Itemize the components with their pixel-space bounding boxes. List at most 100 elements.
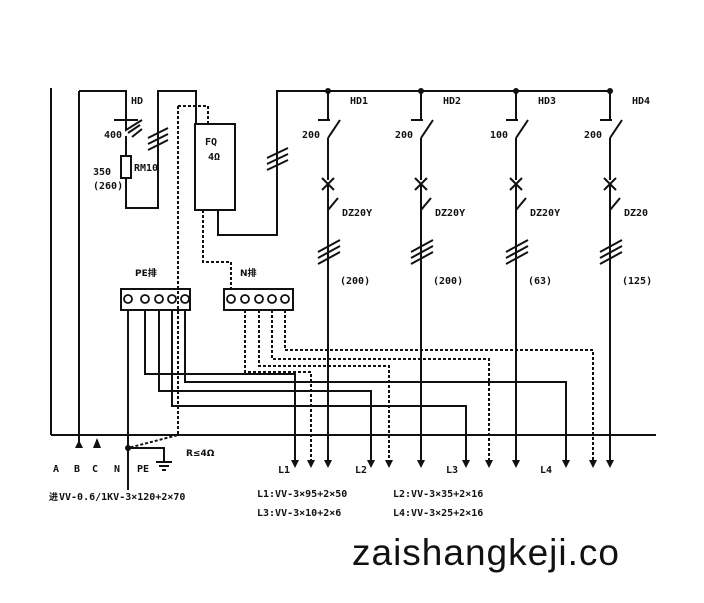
pe-terminal-1	[140, 294, 150, 304]
cable-spec-l2: L2:VV-3×35+2×16	[393, 489, 483, 500]
three-wire-mark-feeder-4	[599, 239, 623, 265]
n-terminal-2	[254, 294, 264, 304]
hd-rating: 400	[104, 130, 122, 141]
phase-b-arrow-icon	[75, 440, 83, 448]
n-arrow-icon-3	[485, 460, 493, 468]
feeder-switch-label: HD3	[538, 96, 556, 107]
feeder-breaker-label: DZ20Y	[342, 208, 372, 219]
phase-pe-label: PE	[137, 464, 149, 475]
ground-icon	[156, 461, 172, 471]
pe-wire-2	[158, 310, 372, 460]
incoming-cable-prefix: 进	[49, 491, 58, 503]
three-wire-mark	[147, 127, 169, 151]
hd-switch-marks	[127, 124, 143, 138]
fq-dashed-top	[178, 105, 209, 124]
phase-n-label: N	[114, 464, 120, 475]
pe-terminal-0	[123, 294, 133, 304]
feeder-switch-breaker-2	[411, 91, 434, 460]
incoming-cable-spec: VV-0.6/1KV-3×120+2×70	[59, 492, 185, 503]
pe-terminal-2	[154, 294, 164, 304]
phase-b-label: B	[74, 464, 80, 475]
n-arrow-icon-1	[307, 460, 315, 468]
hd-switch-blade	[125, 119, 143, 132]
feeder-switch-rating: 200	[302, 130, 320, 141]
fq-to-n-bar	[202, 210, 232, 290]
feeder-switch-rating: 200	[584, 130, 602, 141]
feeder-line-label: L2	[355, 465, 367, 476]
n-terminal-0	[226, 294, 236, 304]
pe-wire-4	[184, 310, 567, 460]
cable-spec-l1: L1:VV-3×95+2×50	[257, 489, 347, 500]
watermark-text: zaishangkeji.co	[352, 532, 620, 573]
feeder-switch-rating: 100	[490, 130, 508, 141]
pe-arrow-icon-3	[462, 460, 470, 468]
pe-wire-1	[144, 310, 296, 460]
hd-label: HD	[131, 96, 143, 107]
feeder-arrow-icon-2	[417, 460, 425, 468]
ground-lead	[128, 447, 165, 462]
feeder-breaker-rating: (200)	[433, 276, 463, 287]
cable-spec-l3: L3:VV-3×10+2×6	[257, 508, 341, 519]
feeder-switch-breaker-1	[318, 91, 341, 460]
bar-terminals	[123, 294, 290, 304]
feeder-switch-label: HD4	[632, 96, 650, 107]
n-wire-3	[271, 310, 490, 460]
fq-box	[194, 123, 236, 211]
fuse-setting: (260)	[93, 181, 123, 192]
pe-arrow-icon-1	[291, 460, 299, 468]
n-terminal-3	[267, 294, 277, 304]
n-arrow-icon-4	[589, 460, 597, 468]
bar-wires	[127, 310, 597, 468]
feeder-breaker-rating: (200)	[340, 276, 370, 287]
feeder-breaker-label: DZ20	[624, 208, 648, 219]
feeder-arrow-icon-3	[512, 460, 520, 468]
grounding-label: R≤4Ω	[186, 449, 215, 459]
n-terminal-4	[280, 294, 290, 304]
n-terminal-1	[240, 294, 250, 304]
fuse-rating: 350	[93, 167, 111, 178]
pe-wire-3	[171, 310, 467, 460]
phase-a-label: A	[53, 464, 59, 475]
n-wire-4	[284, 310, 594, 460]
n-wire-2	[258, 310, 390, 460]
pe-terminal-4	[180, 294, 190, 304]
incoming-line-b	[79, 90, 127, 120]
fuse-label: RM10	[134, 163, 158, 174]
feeder-arrow-icon-4	[606, 460, 614, 468]
phase-c-arrow-icon	[93, 438, 101, 448]
three-wire-mark-2	[266, 147, 289, 171]
n-arrow-icon-2	[385, 460, 393, 468]
feeder-switch-label: HD1	[350, 96, 368, 107]
three-wire-mark-feeder-3	[505, 239, 529, 265]
feeder-breaker-rating: (63)	[528, 276, 552, 287]
fq-label: FQ	[205, 137, 217, 148]
pe-arrow-icon-2	[367, 460, 375, 468]
feeder-line-label: L3	[446, 465, 458, 476]
fq-to-main-bus	[217, 90, 610, 236]
feeder-switch-breaker-3	[506, 91, 529, 460]
pe-bar-label: PE排	[135, 267, 157, 279]
feeder-breaker-label: DZ20Y	[435, 208, 465, 219]
feeder-breaker-rating: (125)	[622, 276, 652, 287]
feeder-line-label: L1	[278, 465, 290, 476]
feeder-breaker-label: DZ20Y	[530, 208, 560, 219]
phase-c-label: C	[92, 464, 98, 475]
feeder-line-label: L4	[540, 465, 552, 476]
pe-arrow-icon-4	[562, 460, 570, 468]
pe-bar	[120, 288, 191, 311]
n-bar-label: N排	[240, 267, 257, 279]
feeder-switch-label: HD2	[443, 96, 461, 107]
feeder-arrow-icon-1	[324, 460, 332, 468]
pe-terminal-3	[167, 294, 177, 304]
feeder-switch-breaker-4	[600, 91, 623, 460]
rm10-fuse	[120, 155, 132, 179]
fq-resistance: 4Ω	[208, 152, 220, 163]
cable-spec-l4: L4:VV-3×25+2×16	[393, 508, 483, 519]
hd-output	[125, 90, 197, 209]
three-wire-mark-feeder-1	[317, 239, 341, 265]
n-wire-1	[244, 310, 312, 460]
three-wire-mark-feeder-2	[410, 239, 434, 265]
feeder-switch-rating: 200	[395, 130, 413, 141]
